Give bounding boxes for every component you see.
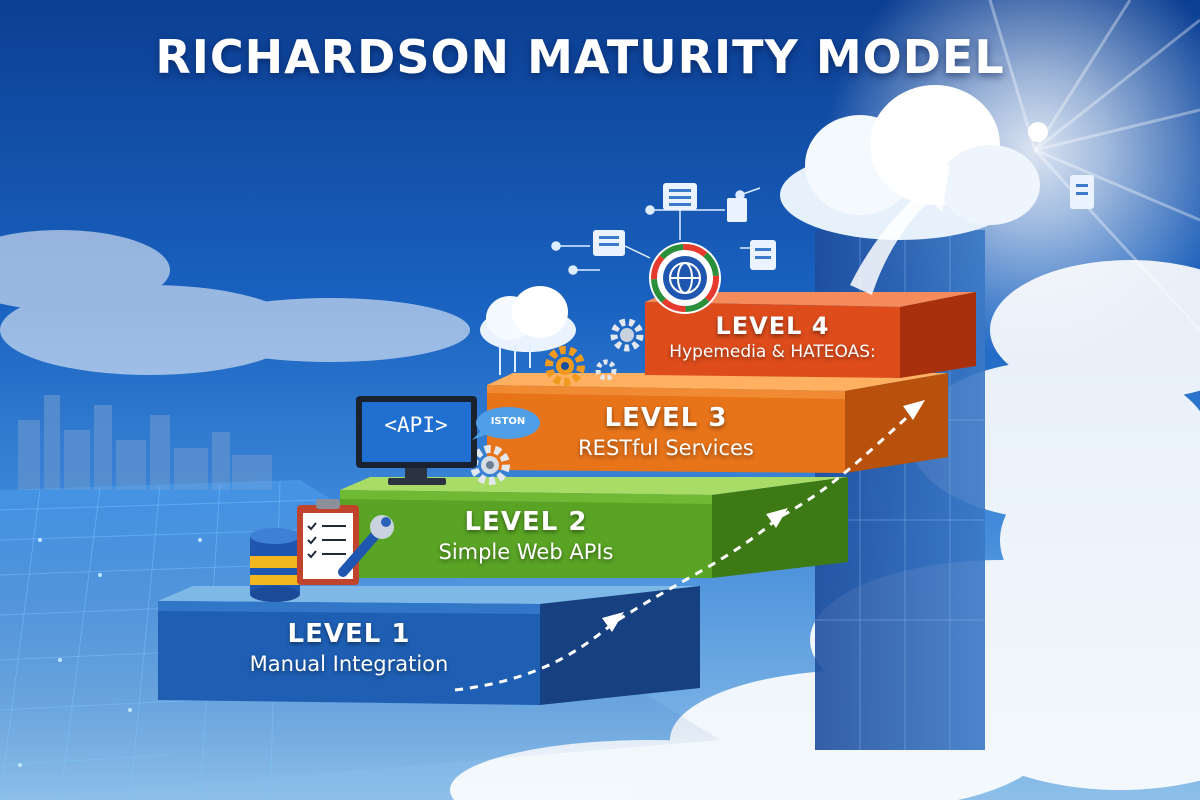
network-node-icon xyxy=(551,187,761,275)
database-icon xyxy=(250,528,300,602)
level-3-number: LEVEL 3 xyxy=(604,403,728,433)
document-icon xyxy=(593,175,1094,270)
monitor-api-text: <API> xyxy=(384,413,448,437)
progress-path xyxy=(454,400,925,692)
level-4-name: Hypemedia & HATEOAS: xyxy=(669,342,876,362)
speech-bubble-text: ISTON xyxy=(490,416,526,427)
level-2-step xyxy=(340,477,848,578)
level-1-number: LEVEL 1 xyxy=(287,619,411,649)
gear-icon xyxy=(470,318,644,485)
level-2-number: LEVEL 2 xyxy=(464,507,588,537)
level-2-label: LEVEL 2 Simple Web APIs xyxy=(340,506,712,566)
page-title: RICHARDSON MATURITY MODEL xyxy=(155,30,1005,84)
level-3-step xyxy=(487,373,948,473)
level-4-step xyxy=(645,292,976,378)
level-1-label: LEVEL 1 Manual Integration xyxy=(158,618,540,678)
up-arrow-icon xyxy=(850,165,950,295)
cloud-icon xyxy=(780,85,1040,240)
globe-icon xyxy=(649,242,721,314)
level-3-label: LEVEL 3 RESTful Services xyxy=(487,402,845,462)
level-3-name: RESTful Services xyxy=(578,436,754,460)
speech-bubble xyxy=(472,407,540,440)
level-2-name: Simple Web APIs xyxy=(438,540,614,564)
level-1-name: Manual Integration xyxy=(249,652,449,676)
level-4-label: LEVEL 4 Hypemedia & HATEOAS: xyxy=(645,312,900,364)
monitor-icon xyxy=(356,396,477,485)
level-4-number: LEVEL 4 xyxy=(715,312,830,340)
cloud-gears xyxy=(480,286,576,375)
city-skyline xyxy=(18,395,272,490)
wrench-icon xyxy=(338,515,394,577)
